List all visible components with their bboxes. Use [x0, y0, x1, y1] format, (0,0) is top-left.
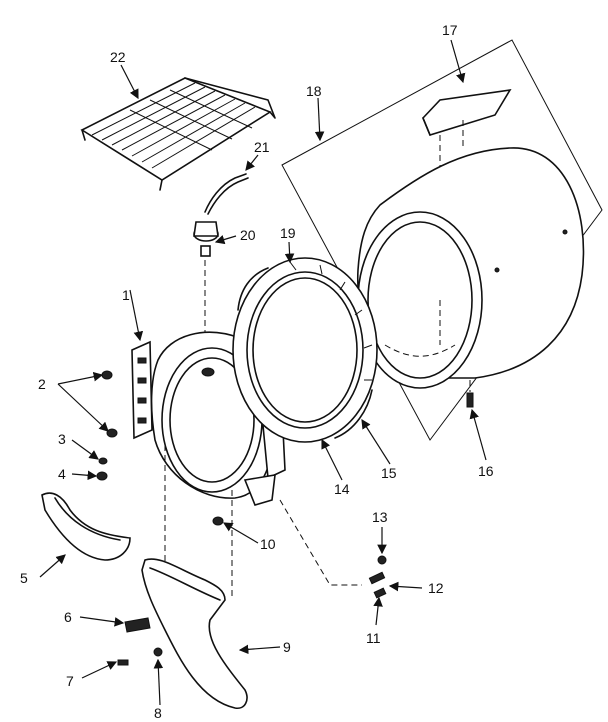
- clip-11-part: [373, 587, 387, 599]
- callout-8: 8: [154, 705, 162, 721]
- callout-10: 10: [260, 536, 276, 552]
- callout-22: 22: [110, 49, 126, 65]
- callout-12: 12: [428, 580, 444, 596]
- leader-lines: [39, 39, 487, 706]
- lamp-socket-part: [193, 221, 219, 380]
- drum-part: [356, 147, 585, 389]
- screw-8-part: [153, 647, 163, 657]
- drum-bracket-part: [422, 88, 512, 170]
- hinge-pin-12-part: [368, 571, 386, 585]
- wire-harness-part: [204, 173, 249, 215]
- trim-5-part: [41, 492, 131, 561]
- callout-19: 19: [280, 225, 296, 241]
- callout-13: 13: [372, 509, 388, 525]
- lower-panel-9-part: [141, 558, 248, 710]
- washer-3-part: [98, 457, 108, 465]
- callout-16: 16: [478, 463, 494, 479]
- callout-3: 3: [58, 431, 66, 447]
- callout-9: 9: [283, 639, 291, 655]
- callout-7: 7: [66, 673, 74, 689]
- callout-labels: 1 2 3 4 5 6 7 8 9 10 11 12 13 14 15 16 1…: [20, 22, 494, 721]
- screw-13-part: [377, 555, 387, 565]
- callout-20: 20: [240, 227, 256, 243]
- screw-16-part: [466, 380, 474, 408]
- screw-2-upper: [101, 370, 113, 380]
- nut-4-part: [96, 471, 108, 481]
- lint-screen-part: [80, 77, 276, 191]
- screw-10-part: [212, 516, 224, 526]
- callout-21: 21: [254, 139, 270, 155]
- callout-2: 2: [38, 376, 46, 392]
- callout-15: 15: [381, 465, 397, 481]
- clip-6-part: [124, 617, 151, 633]
- callout-4: 4: [58, 466, 66, 482]
- callout-18: 18: [306, 83, 322, 99]
- callout-17: 17: [442, 22, 458, 38]
- callout-14: 14: [334, 481, 350, 497]
- screw-7-part: [117, 659, 129, 666]
- callout-11: 11: [366, 630, 381, 646]
- callout-5: 5: [20, 570, 28, 586]
- screw-2-lower: [106, 428, 118, 438]
- door-ring-part: [232, 257, 378, 443]
- hinge-bracket-part: [131, 340, 153, 440]
- callout-6: 6: [64, 609, 72, 625]
- callout-1: 1: [122, 287, 130, 303]
